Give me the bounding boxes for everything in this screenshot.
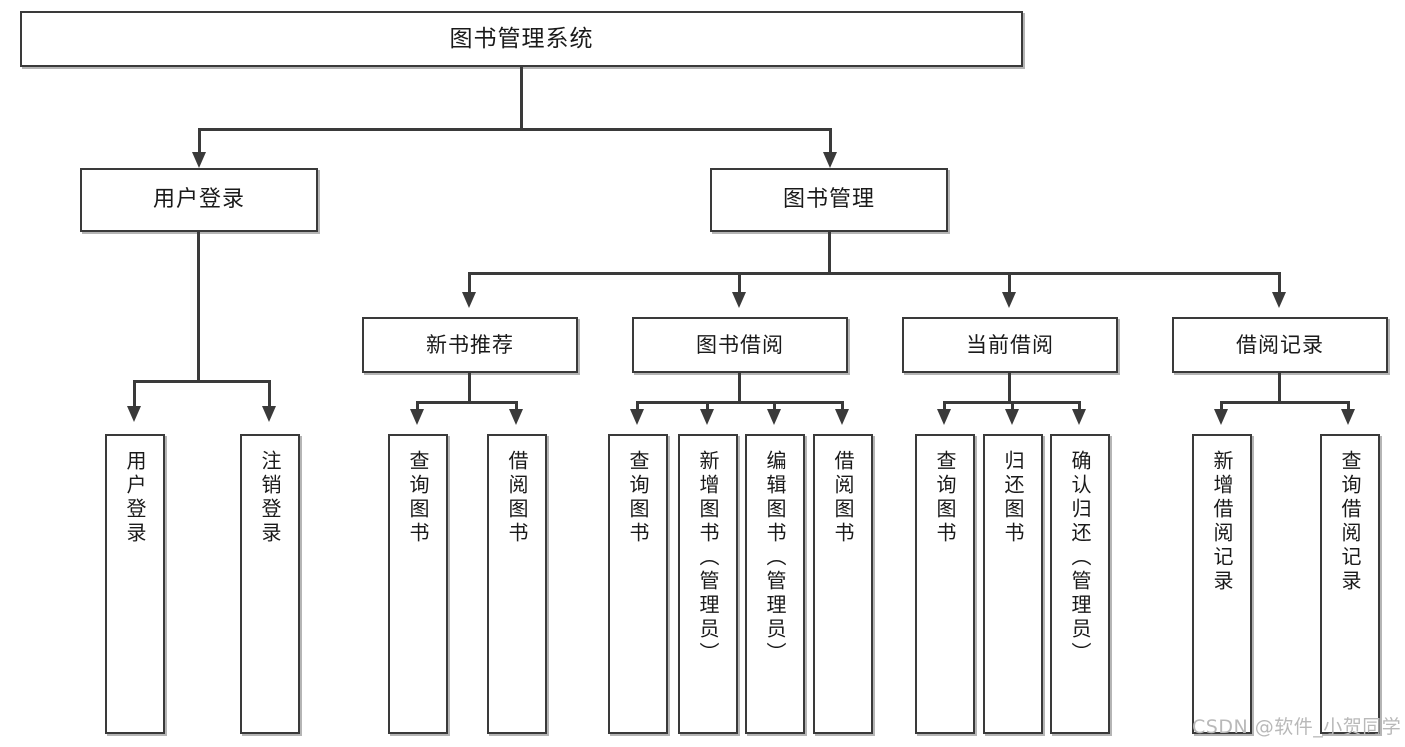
leaf-logout[interactable]: 注销登录 [240,434,300,734]
edge-bookborrow-bus [636,401,842,404]
node-label: 新增图书（管理员） [696,450,720,666]
node-label: 新增借阅记录 [1210,450,1234,594]
edge-records-to-add [1220,401,1223,411]
node-label: 确认归还（管理员） [1068,450,1092,666]
arrow-currentborrow-to-return [1005,409,1019,425]
node-label: 图书管理系统 [449,25,594,52]
arrow-bookmgmt-to-borrow [732,292,746,308]
arrow-bookmgmt-to-records [1272,292,1286,308]
leaf-edit-book-admin[interactable]: 编辑图书（管理员） [745,434,805,734]
node-user-login[interactable]: 用户登录 [80,168,318,232]
node-label: 查询图书 [626,450,650,546]
arrow-bookmgmt-to-newbook [462,292,476,308]
arrow-records-to-add [1214,409,1228,425]
node-label: 用户登录 [123,450,147,546]
node-label: 当前借阅 [966,332,1054,357]
edge-root-bus [198,128,832,131]
edge-bookborrow-to-add [706,401,709,411]
node-label: 查询图书 [933,450,957,546]
node-borrow-records[interactable]: 借阅记录 [1172,317,1388,373]
edge-userlogin-to-logout [268,380,271,408]
arrow-bookborrow-to-borrowbook [835,409,849,425]
arrow-currentborrow-to-confirm [1072,409,1086,425]
leaf-return-book[interactable]: 归还图书 [983,434,1043,734]
edge-newbook-stem [468,373,471,403]
node-label: 编辑图书（管理员） [763,450,787,666]
csdn-watermark: CSDN @软件_小贺同学 [1192,716,1402,738]
edge-userlogin-bus [133,380,268,383]
leaf-add-borrow-record[interactable]: 新增借阅记录 [1192,434,1252,734]
node-label: 图书管理 [782,187,875,213]
edge-userlogin-to-login [133,380,136,408]
arrow-currentborrow-to-query [937,409,951,425]
edge-bookmgmt-stem [828,232,831,274]
node-label: 借阅图书 [505,450,529,546]
edge-bookborrow-stem [738,373,741,403]
edge-bookmgmt-to-records [1278,272,1281,294]
arrow-userlogin-to-login [127,406,141,422]
edge-bookborrow-to-borrowbook [841,401,844,411]
edge-currentborrow-to-return [1011,401,1014,411]
edge-userlogin-stem [197,232,200,382]
edge-currentborrow-to-query [943,401,946,411]
edge-records-stem [1278,373,1281,403]
leaf-add-book-admin[interactable]: 新增图书（管理员） [678,434,738,734]
node-book-borrow[interactable]: 图书借阅 [632,317,848,373]
edge-root-to-book-mgmt [829,128,832,154]
edge-bookborrow-to-query [636,401,639,411]
arrow-bookborrow-to-query [630,409,644,425]
edge-bookmgmt-to-newbook [468,272,471,294]
node-book-management[interactable]: 图书管理 [710,168,948,232]
edge-records-to-query [1347,401,1350,411]
edge-bookmgmt-to-borrow [738,272,741,294]
node-new-book-recommend[interactable]: 新书推荐 [362,317,578,373]
edge-currentborrow-to-confirm [1078,401,1081,411]
leaf-query-book-current[interactable]: 查询图书 [915,434,975,734]
node-label: 新书推荐 [426,332,514,357]
node-label: 注销登录 [258,450,282,546]
node-label: 借阅图书 [831,450,855,546]
node-current-borrow[interactable]: 当前借阅 [902,317,1118,373]
arrow-root-to-user-login [192,152,206,168]
leaf-user-login[interactable]: 用户登录 [105,434,165,734]
arrow-root-to-book-mgmt [823,152,837,168]
leaf-query-borrow-record[interactable]: 查询借阅记录 [1320,434,1380,734]
node-root-system[interactable]: 图书管理系统 [20,11,1023,67]
node-label: 查询借阅记录 [1338,450,1362,594]
arrow-newbook-to-query [410,409,424,425]
leaf-borrow-book-newbook[interactable]: 借阅图书 [487,434,547,734]
edge-bookborrow-to-edit [773,401,776,411]
edge-newbook-to-query [416,401,419,411]
arrow-userlogin-to-logout [262,406,276,422]
edge-bookmgmt-to-current [1008,272,1011,294]
edge-newbook-bus [416,401,518,404]
node-label: 用户登录 [152,187,245,213]
leaf-query-book-newbook[interactable]: 查询图书 [388,434,448,734]
edge-records-bus [1220,401,1350,404]
leaf-borrow-book[interactable]: 借阅图书 [813,434,873,734]
edge-newbook-to-borrow [515,401,518,411]
arrow-bookborrow-to-add [700,409,714,425]
edge-bookmgmt-bus [468,272,1280,275]
node-label: 图书借阅 [696,332,784,357]
leaf-confirm-return-admin[interactable]: 确认归还（管理员） [1050,434,1110,734]
arrow-bookmgmt-to-current [1002,292,1016,308]
edge-root-stem [520,67,523,130]
node-label: 归还图书 [1001,450,1025,546]
node-label: 借阅记录 [1236,332,1324,357]
arrow-records-to-query [1341,409,1355,425]
edge-root-to-user-login [198,128,201,154]
leaf-query-book-borrow[interactable]: 查询图书 [608,434,668,734]
edge-currentborrow-stem [1008,373,1011,403]
arrow-newbook-to-borrow [509,409,523,425]
node-label: 查询图书 [406,450,430,546]
arrow-bookborrow-to-edit [767,409,781,425]
